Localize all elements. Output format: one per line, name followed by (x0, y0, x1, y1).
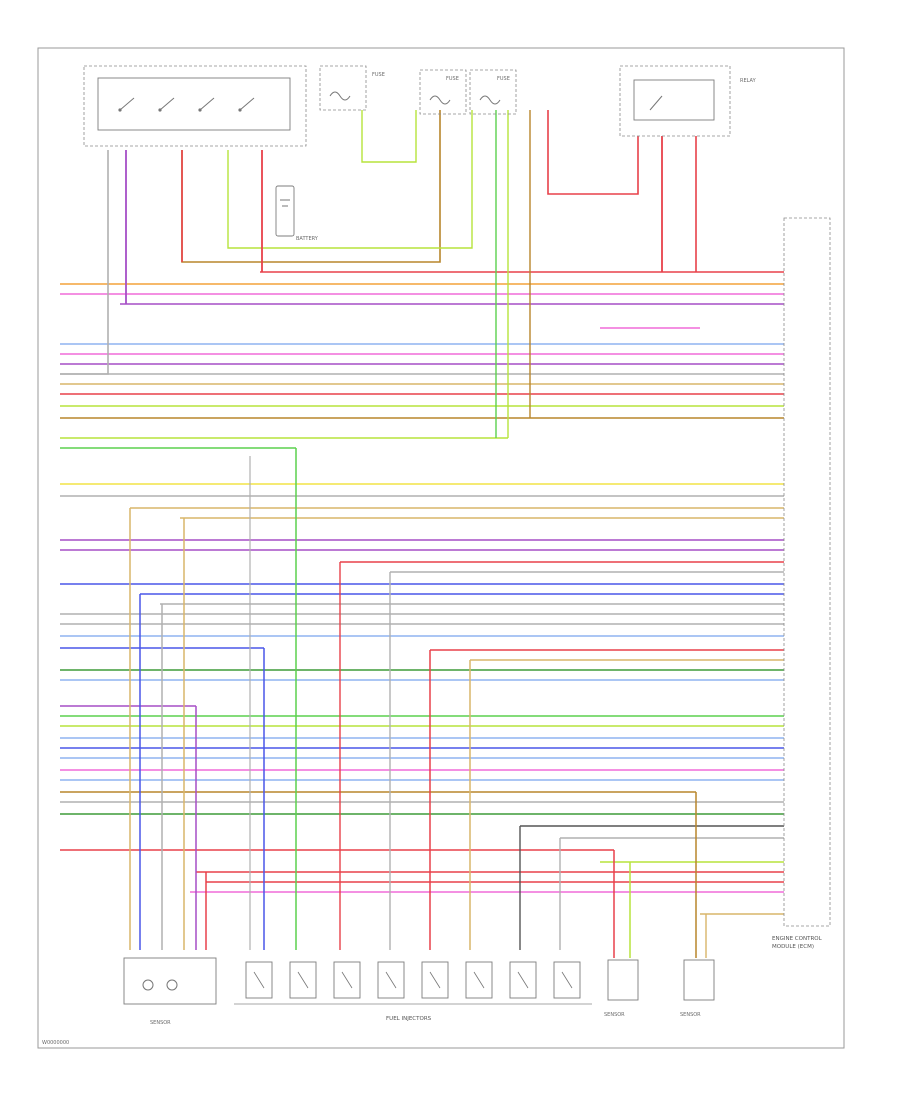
ignition-switch (83, 65, 307, 147)
o2-sensor-1: SENSOR (604, 959, 639, 1018)
relay-label: RELAY (740, 78, 757, 84)
fuel-injector (509, 961, 537, 999)
injector-coil-symbol (341, 971, 353, 989)
fuse-block-left: FUSE (319, 65, 385, 111)
ckp-sensor: SENSOR (123, 957, 217, 1026)
battery: BATTERY (275, 185, 319, 242)
fuel-injector (421, 961, 449, 999)
ecm-caption-line1: ENGINE CONTROL (772, 936, 823, 942)
injector-coil-symbol (385, 971, 397, 989)
fuel-injectors (245, 961, 581, 999)
o2-sensor-1-label: SENSOR (604, 1012, 625, 1018)
injector-coil-symbol (517, 971, 529, 989)
injector-coil-symbol (253, 971, 265, 989)
wire (227, 110, 473, 249)
wire (60, 150, 109, 375)
wire-harness (60, 110, 784, 958)
fuse-label-a: FUSE (372, 72, 385, 78)
footer-code: W0000000 (42, 1040, 69, 1046)
injector-coil-symbol (429, 971, 441, 989)
fuel-injector (377, 961, 405, 999)
battery-label: BATTERY (296, 236, 319, 242)
ecm-caption-line2: MODULE (ECM) (772, 944, 814, 950)
fuel-injectors-caption: FUEL INJECTORS (386, 1016, 432, 1022)
injector-coil-symbol (297, 971, 309, 989)
injector-coil-symbol (473, 971, 485, 989)
wire (547, 110, 639, 195)
wire (361, 110, 417, 163)
fuse-label-b: FUSE (446, 76, 459, 82)
o2-sensor-2: SENSOR (680, 959, 715, 1018)
main-relay: RELAY (619, 65, 757, 137)
ecm-connector (783, 217, 831, 927)
ckp-label: SENSOR (150, 1020, 171, 1026)
fuse-block-middle: FUSE FUSE (419, 69, 517, 115)
diagram-frame (37, 47, 845, 1049)
fuse-label-c: FUSE (497, 76, 510, 82)
o2-sensor-2-label: SENSOR (680, 1012, 701, 1018)
injector-coil-symbol (561, 971, 573, 989)
